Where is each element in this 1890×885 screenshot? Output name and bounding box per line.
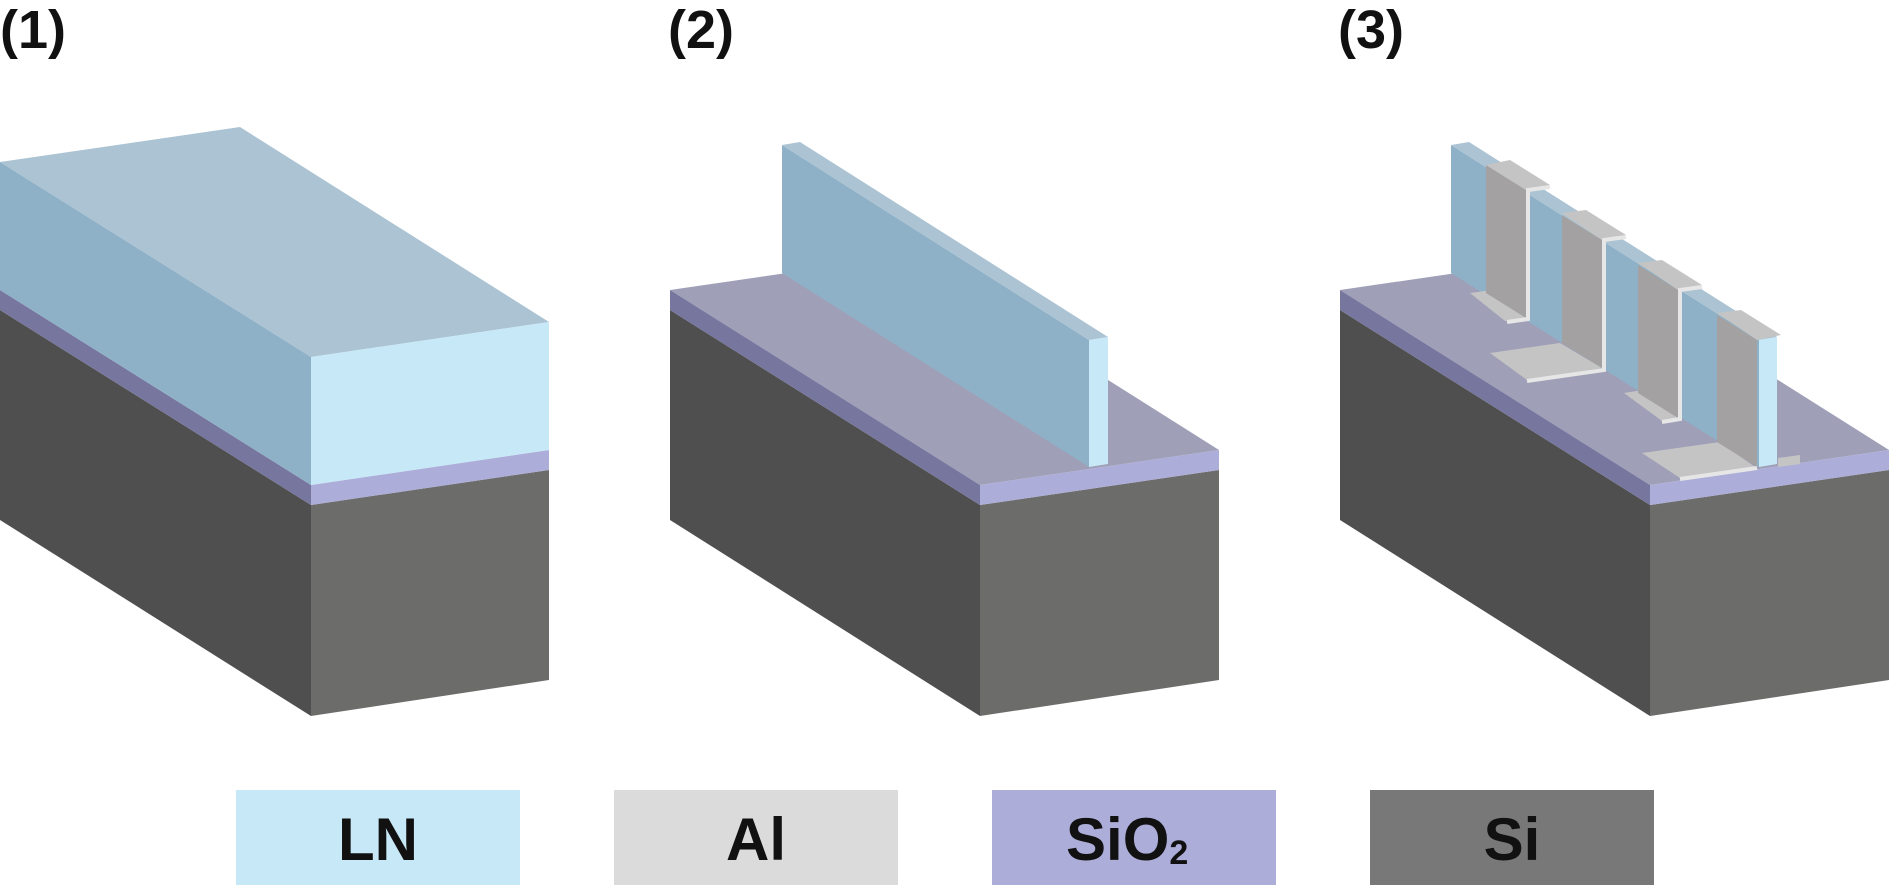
step-2-label: (2) — [668, 0, 734, 60]
legend-swatch-al — [614, 790, 898, 885]
al-wall-top — [1638, 260, 1702, 290]
sio2-layer-left-face — [1340, 290, 1650, 505]
ln-ridge-side-face — [782, 145, 1089, 467]
al-pad-top — [1490, 343, 1602, 380]
si-substrate-left-face — [0, 310, 311, 716]
sio2-layer-left-face — [670, 290, 980, 505]
al-pad-top — [1642, 442, 1755, 478]
legend-swatch-ln — [236, 790, 520, 885]
step-3-label: (3) — [1338, 0, 1404, 60]
legend-item-si: Si — [1370, 790, 1654, 885]
legend-swatch-si — [1370, 790, 1654, 885]
al-vertical-wall — [1717, 315, 1757, 467]
al-pad-right — [1778, 455, 1800, 467]
sio2-layer-front-face — [980, 450, 1219, 505]
ln-film-left-face — [0, 162, 311, 485]
al-pad-top — [1624, 390, 1681, 421]
sio2-layer-left-face — [0, 290, 311, 505]
step-3-diagram: (3) — [1338, 0, 1889, 716]
legend-label-sio2-subscript: 2 — [1169, 834, 1188, 872]
legend-item-al: Al — [614, 790, 898, 885]
al-wall-top — [1717, 310, 1781, 340]
legend-label-si: Si — [1484, 806, 1541, 873]
sio2-layer-front-face — [1650, 450, 1889, 505]
si-substrate-left-face — [670, 310, 980, 716]
si-substrate-front-face — [311, 470, 549, 716]
al-wall-top — [1486, 160, 1550, 190]
al-electrode-4 — [1642, 310, 1800, 481]
legend-item-ln: LN — [236, 790, 520, 885]
step-2-diagram: (2) — [668, 0, 1219, 716]
al-vertical-wall — [1562, 215, 1602, 368]
step-1-label: (1) — [0, 0, 66, 60]
ln-film-top-face — [0, 127, 549, 357]
al-edge-highlight — [1526, 235, 1627, 383]
step-1-diagram: (1) — [0, 0, 549, 716]
ln-ridge-front-face — [1759, 337, 1777, 467]
legend-swatch-sio2 — [992, 790, 1276, 885]
material-legend: LN Al SiO2 Si — [236, 790, 1654, 885]
al-edge-highlight — [1506, 185, 1551, 324]
al-edge-highlight — [1661, 285, 1703, 424]
legend-label-sio2-main: SiO — [1066, 806, 1169, 873]
si-substrate-front-face — [980, 470, 1219, 716]
si-substrate-left-face — [1340, 310, 1650, 716]
legend-label-ln: LN — [338, 806, 418, 873]
ln-ridge-front-face — [1089, 337, 1108, 467]
al-vertical-wall — [1638, 265, 1678, 418]
al-vertical-wall — [1486, 165, 1526, 318]
al-pad-top — [1470, 290, 1527, 321]
ln-film-front-face — [311, 322, 549, 485]
al-edge-highlight — [1679, 466, 1758, 481]
sio2-layer-front-face — [311, 450, 549, 505]
si-substrate-front-face — [1650, 470, 1889, 716]
al-electrode-1 — [1470, 160, 1551, 324]
al-electrode-3 — [1624, 260, 1703, 424]
ln-ridge-top-face — [1451, 142, 1777, 340]
legend-label-al: Al — [726, 806, 786, 873]
legend-label-sio2: SiO2 — [1066, 806, 1188, 873]
legend-item-sio2: SiO2 — [992, 790, 1276, 885]
al-electrode-2 — [1490, 210, 1627, 383]
al-wall-top — [1562, 210, 1626, 240]
ln-ridge-top-face — [782, 142, 1108, 340]
